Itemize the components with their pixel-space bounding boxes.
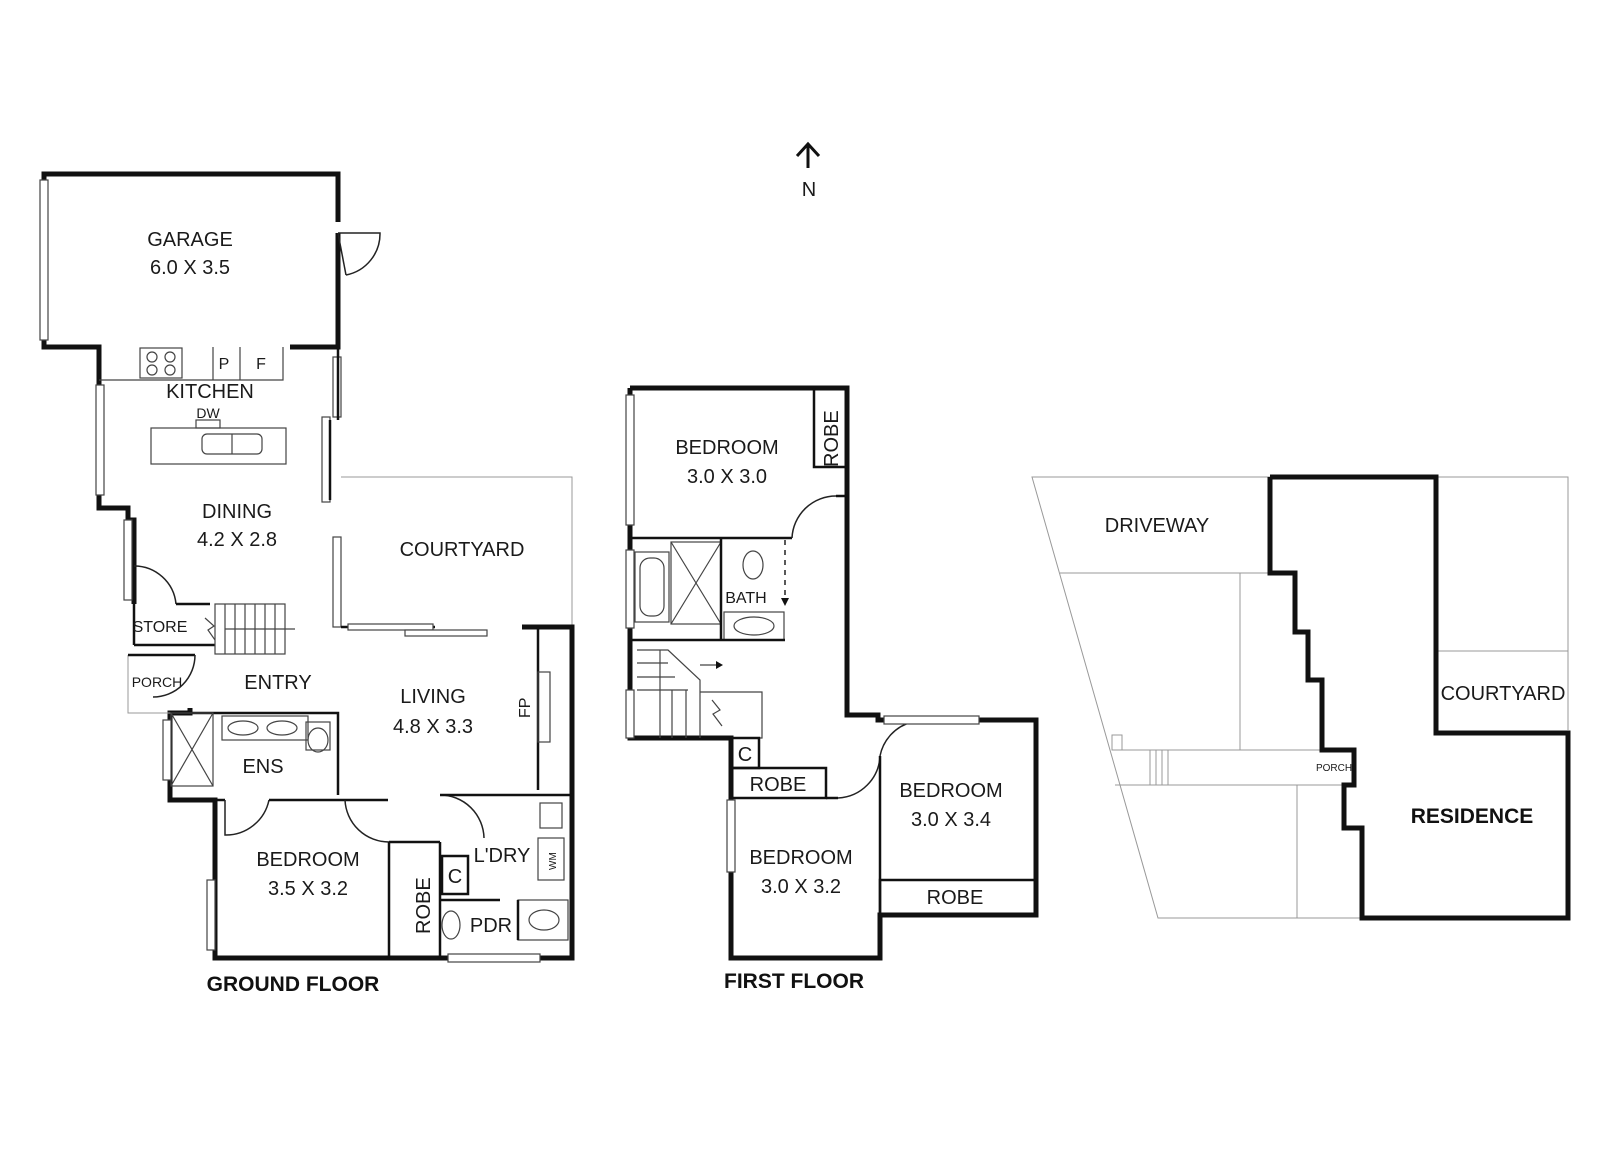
first-robe-2-label: ROBE (750, 774, 807, 796)
svg-text:WM: WM (548, 852, 559, 870)
first-robe-1-label: ROBE (821, 410, 843, 467)
ground-floor-plan: WM (39, 171, 575, 963)
pantry-label: P (219, 356, 230, 373)
powder-label: PDR (470, 915, 512, 937)
ground-robe-label: ROBE (413, 877, 435, 934)
ground-cupboard-label: C (448, 866, 462, 888)
site-plan (1031, 474, 1571, 921)
first-floor-plan (625, 385, 1039, 961)
driveway-label: DRIVEWAY (1105, 515, 1209, 537)
first-bedroom-2-label: BEDROOM (899, 780, 1002, 802)
courtyard-label: COURTYARD (400, 539, 525, 561)
first-cupboard-label: C (738, 744, 752, 766)
dining-label: DINING (202, 501, 272, 523)
first-bedroom-1-size: 3.0 X 3.0 (687, 466, 767, 488)
ground-bedroom-label: BEDROOM (256, 849, 359, 871)
bath-label: BATH (725, 590, 766, 607)
first-bedroom-3-size: 3.0 X 3.2 (761, 876, 841, 898)
living-size: 4.8 X 3.3 (393, 716, 473, 738)
site-porch-label: PORCH (1316, 763, 1352, 774)
first-floor-title: FIRST FLOOR (724, 970, 864, 993)
garage-label: GARAGE (147, 229, 233, 251)
dining-size: 4.2 X 2.8 (197, 529, 277, 551)
laundry-label: L'DRY (474, 845, 531, 867)
garage-size: 6.0 X 3.5 (150, 257, 230, 279)
fireplace-label: FP (517, 698, 534, 718)
dishwasher-label: DW (196, 405, 220, 421)
ground-floor-title: GROUND FLOOR (207, 973, 380, 996)
porch-label: PORCH (132, 674, 183, 690)
entry-label: ENTRY (244, 672, 311, 694)
north-label: N (802, 179, 816, 201)
residence-label: RESIDENCE (1411, 805, 1534, 828)
first-bedroom-2-size: 3.0 X 3.4 (911, 809, 991, 831)
first-bedroom-1-label: BEDROOM (675, 437, 778, 459)
first-bedroom-3-label: BEDROOM (749, 847, 852, 869)
fridge-label: F (256, 356, 266, 373)
north-arrow-icon (795, 141, 821, 168)
living-label: LIVING (400, 686, 466, 708)
site-courtyard-label: COURTYARD (1441, 683, 1566, 705)
ensuite-label: ENS (242, 756, 283, 778)
first-robe-3-label: ROBE (927, 887, 984, 909)
kitchen-label: KITCHEN (166, 381, 254, 403)
store-label: STORE (133, 619, 188, 636)
ground-bedroom-size: 3.5 X 3.2 (268, 878, 348, 900)
